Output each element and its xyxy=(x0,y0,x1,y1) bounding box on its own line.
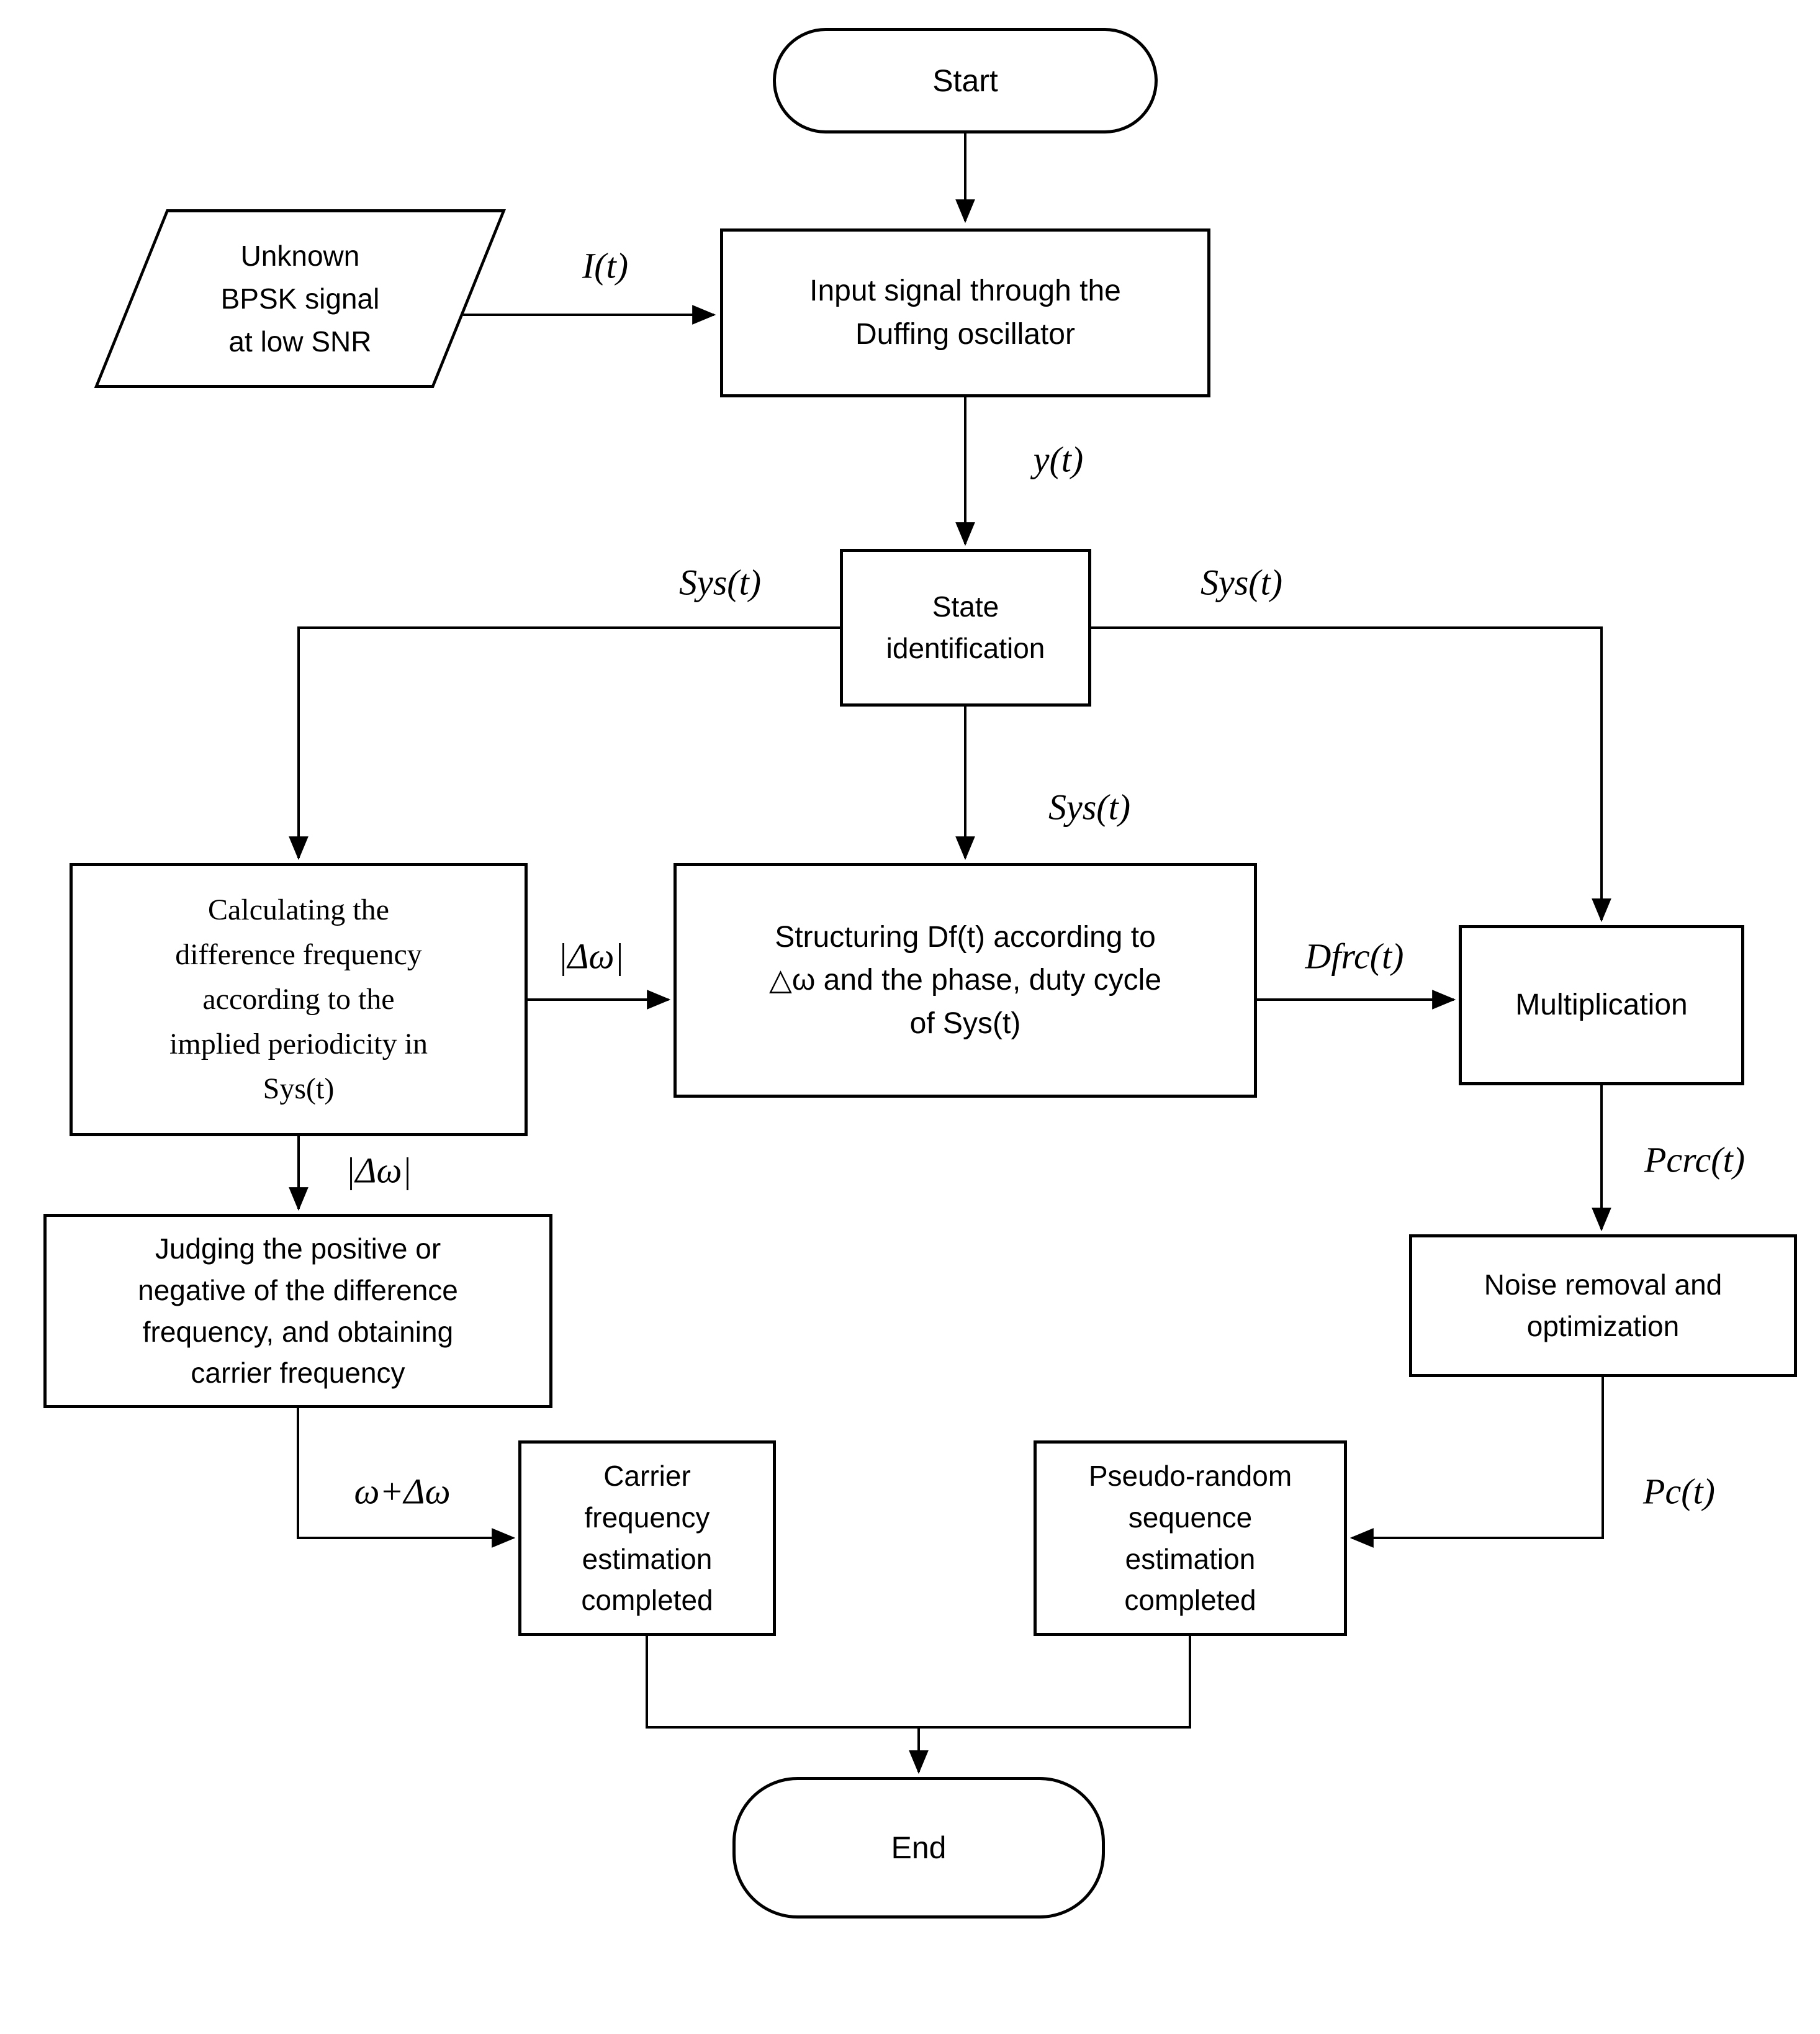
edge-state-to-calculating xyxy=(289,626,840,861)
edge-label-sys-t-left: Sys(t) xyxy=(675,561,765,603)
node-unknown-bpsk-label: Unknown BPSK signal at low SNR xyxy=(220,239,380,358)
node-structuring-df: Structuring Df(t) according to △ω and th… xyxy=(673,863,1257,1098)
edge-label-y-t: y(t) xyxy=(1029,438,1088,481)
edge-judging-to-carrier xyxy=(297,1408,516,1548)
edge-label-pc-t: Pc(t) xyxy=(1639,1470,1719,1512)
edge-label-abs-delta-omega-1: |Δω| xyxy=(554,935,628,977)
node-end: End xyxy=(732,1777,1105,1919)
edge-noise-to-pseudo xyxy=(1349,1377,1604,1548)
edge-label-dfrc-t: Dfrc(t) xyxy=(1301,935,1408,977)
edge-label-sys-t-right: Sys(t) xyxy=(1196,561,1287,603)
node-input-signal: Input signal through the Duffing oscilla… xyxy=(720,228,1210,397)
node-pseudo-random-completed: Pseudo-random sequence estimation comple… xyxy=(1034,1440,1347,1636)
edge-label-pcrc-t: Pcrc(t) xyxy=(1640,1139,1749,1181)
edge-label-sys-t-center: Sys(t) xyxy=(1044,786,1135,828)
node-multiplication: Multiplication xyxy=(1459,925,1744,1085)
edge-label-abs-delta-omega-2: |Δω| xyxy=(341,1149,416,1191)
node-start: Start xyxy=(773,28,1158,133)
node-noise-removal: Noise removal and optimization xyxy=(1409,1234,1797,1377)
edge-label-i-t: I(t) xyxy=(578,245,633,287)
node-carrier-frequency-completed: Carrier frequency estimation completed xyxy=(518,1440,776,1636)
node-judging-positive-negative: Judging the positive or negative of the … xyxy=(43,1214,552,1408)
edge-label-omega-plus-delta-omega: ω+Δω xyxy=(350,1470,454,1512)
node-unknown-bpsk-parallelogram: Unknown BPSK signal at low SNR xyxy=(94,209,506,388)
node-calculating-difference-frequency: Calculating the difference frequency acc… xyxy=(70,863,528,1136)
node-state-identification: State identification xyxy=(840,549,1091,707)
edge-state-to-multiplication xyxy=(1091,626,1611,923)
